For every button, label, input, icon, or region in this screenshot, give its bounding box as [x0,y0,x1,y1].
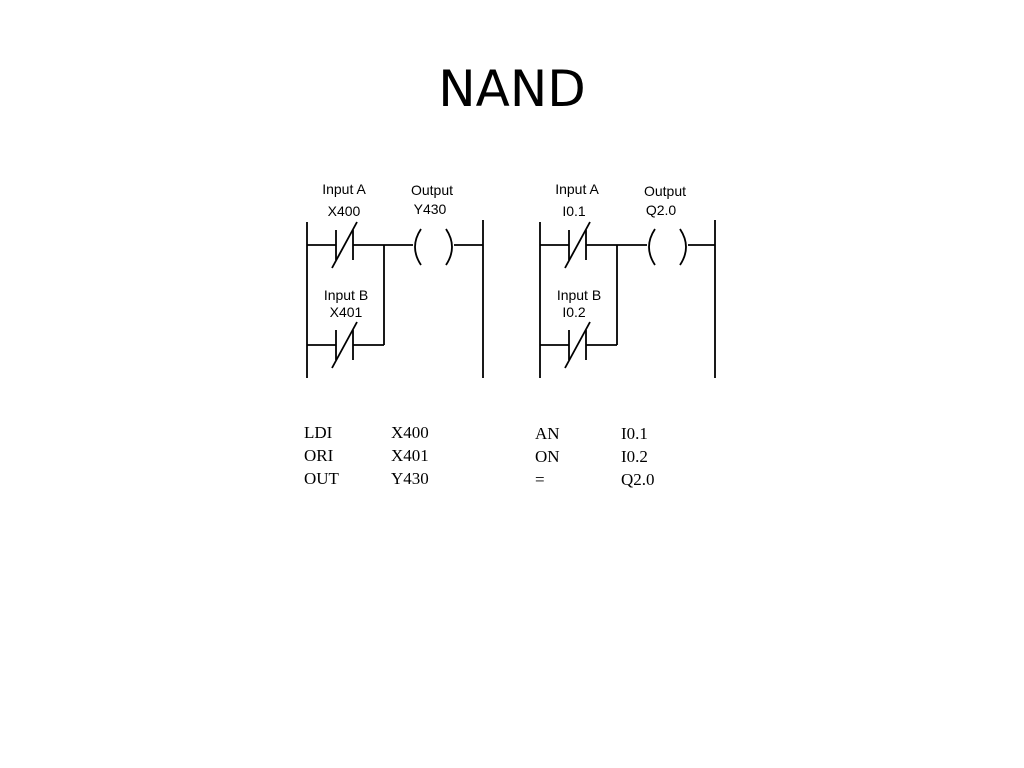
instruction-op: = [535,470,545,489]
instruction-arg: Y430 [391,469,429,488]
instruction-row: LDI X400 [304,421,429,444]
instruction-op: ON [535,447,560,466]
instruction-row: ON I0.2 [535,445,655,468]
ladder-diagram-left: Input A X400 Output Y430 Input B X401 [306,181,484,378]
slide-title: NAND [438,60,586,118]
instruction-row: AN I0.1 [535,422,655,445]
output-coil [648,228,715,266]
input-b-address: I0.2 [562,304,586,320]
instruction-arg: X401 [391,446,429,465]
instruction-arg: Q2.0 [621,470,655,489]
input-a-label: Input A [555,181,599,197]
instruction-row: = Q2.0 [535,468,655,491]
input-b-address: X401 [330,304,363,320]
contact-input-a-nc [540,221,647,269]
contact-input-a-nc [307,221,413,269]
instruction-arg: I0.1 [621,424,648,443]
output-address: Y430 [414,201,447,217]
instruction-row: OUT Y430 [304,467,429,490]
output-address: Q2.0 [646,202,677,218]
output-label: Output [411,182,453,198]
instruction-arg: X400 [391,423,429,442]
instruction-row: ORI X401 [304,444,429,467]
instruction-op: AN [535,424,560,443]
instruction-list-right: AN I0.1 ON I0.2 = Q2.0 [535,422,655,491]
input-b-label: Input B [324,287,368,303]
input-a-address: I0.1 [562,203,586,219]
input-a-address: X400 [328,203,361,219]
instruction-list-left: LDI X400 ORI X401 OUT Y430 [304,421,429,490]
contact-input-b-nc [307,321,384,369]
instruction-op: OUT [304,469,339,488]
instruction-op: LDI [304,423,333,442]
contact-input-b-nc [540,321,617,369]
output-label: Output [644,183,686,199]
input-a-label: Input A [322,181,366,197]
ladder-diagram-right: Input A I0.1 Output Q2.0 Input B I0.2 [539,181,716,378]
input-b-label: Input B [557,287,601,303]
instruction-arg: I0.2 [621,447,648,466]
output-coil [414,228,483,266]
instruction-op: ORI [304,446,334,465]
